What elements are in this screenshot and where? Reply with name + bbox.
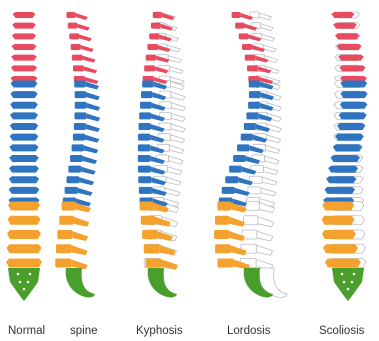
normal-front-lumbar-vertebra-5: [6, 259, 42, 268]
lordosis-spine: [214, 12, 287, 297]
lordosis-reference-cervical-vertebra-1: [250, 12, 271, 20]
scoliosis-lumbar-vertebra-5: [325, 259, 361, 268]
scoliosis-lumbar-vertebra-1: [322, 202, 354, 211]
normal-front-lumbar-vertebra-3: [7, 230, 41, 239]
lordosis-thoracic-vertebra-11: [222, 187, 250, 196]
lordosis-reference-thoracic-vertebra-10: [249, 176, 277, 185]
normal-front-cervical-vertebra-4: [12, 44, 37, 50]
normal-side-sacrum: [66, 268, 95, 297]
normal-front-thoracic-vertebra-9: [9, 166, 39, 173]
normal-side-cervical-vertebra-6: [73, 65, 97, 73]
scoliosis-sacrum: [332, 268, 364, 301]
normal-front-thoracic-vertebra-3: [10, 102, 38, 109]
normal-side-lumbar-vertebra-3: [57, 230, 88, 241]
normal-side-cervical-vertebra-5: [72, 55, 96, 63]
scoliosis-cervical-vertebra-1: [331, 12, 354, 18]
scoliosis-thoracic-vertebra-9: [328, 166, 358, 173]
lordosis-lumbar-vertebra-2: [215, 216, 245, 227]
scoliosis-thoracic-vertebra-2: [340, 91, 367, 98]
normal-side-lumbar-vertebra-2: [59, 216, 89, 227]
label-spine: spine: [70, 325, 98, 337]
scoliosis-thoracic-vertebra-7: [333, 144, 362, 151]
scoliosis-thoracic-vertebra-3: [340, 102, 368, 109]
scoliosis-thoracic-vertebra-10: [326, 176, 356, 183]
scoliosis-thoracic-vertebra-8: [330, 155, 360, 162]
lordosis-thoracic-vertebra-10: [225, 176, 253, 185]
normal-side-thoracic-vertebra-5: [74, 123, 100, 132]
normal-side-lumbar-vertebra-5: [55, 259, 88, 270]
normal-side-thoracic-vertebra-9: [68, 166, 95, 175]
scoliosis-lumbar-vertebra-2: [322, 216, 355, 225]
normal-front-thoracic-vertebra-8: [9, 155, 39, 162]
lordosis-reference-lumbar-vertebra-4: [241, 244, 273, 255]
scoliosis-thoracic-vertebra-4: [339, 112, 367, 119]
lordosis-reference-thoracic-vertebra-11: [248, 187, 276, 196]
scoliosis-cervical-vertebra-3: [335, 33, 359, 39]
normal-side-cervical-vertebra-1: [66, 12, 87, 20]
normal-front-cervical-vertebra-1: [13, 12, 36, 18]
normal-side-thoracic-vertebra-8: [70, 155, 97, 164]
label-scoliosis: Scoliosis: [319, 325, 365, 337]
scoliosis-lumbar-vertebra-4: [323, 244, 358, 253]
normal-side-cervical-vertebra-4: [71, 44, 94, 52]
scoliosis-thoracic-vertebra-1: [340, 81, 367, 88]
normal-side-thoracic-vertebra-10: [67, 176, 95, 185]
normal-side-thoracic-vertebra-2: [75, 91, 100, 100]
normal-side-thoracic-vertebra-11: [65, 187, 93, 196]
lordosis-reference-lumbar-vertebra-3: [242, 230, 273, 241]
normal-front-cervical-vertebra-6: [11, 65, 37, 71]
normal-front-cervical-vertebra-5: [11, 55, 37, 61]
normal-front-thoracic-vertebra-4: [10, 112, 38, 119]
normal-side-thoracic-vertebra-6: [73, 134, 99, 143]
normal-side-lumbar-vertebra-4: [56, 244, 88, 255]
normal-front-cervical-vertebra-2: [12, 23, 36, 29]
label-normal: Normal: [8, 325, 45, 337]
normal-front-thoracic-vertebra-1: [11, 81, 38, 88]
normal-spine-side-view: [55, 12, 100, 297]
scoliosis-spine: [322, 12, 368, 301]
lordosis-reference-lumbar-vertebra-2: [244, 216, 274, 227]
normal-side-thoracic-vertebra-3: [75, 102, 100, 111]
label-kyphosis: Kyphosis: [136, 325, 183, 337]
normal-front-thoracic-vertebra-6: [10, 134, 39, 141]
normal-front-thoracic-vertebra-2: [10, 91, 37, 98]
normal-front-lumbar-vertebra-1: [8, 202, 40, 211]
normal-front-thoracic-vertebra-7: [9, 144, 38, 151]
normal-front-sacrum: [8, 268, 40, 301]
normal-side-cervical-vertebra-2: [68, 23, 90, 31]
scoliosis-cervical-vertebra-6: [339, 65, 365, 71]
kyphosis-spine: [138, 12, 186, 297]
scoliosis-cervical-vertebra-5: [338, 55, 364, 61]
normal-side-cervical-vertebra-3: [69, 33, 92, 41]
normal-front-thoracic-vertebra-11: [9, 187, 40, 194]
normal-front-lumbar-vertebra-4: [7, 244, 42, 253]
scoliosis-thoracic-vertebra-6: [335, 134, 364, 141]
normal-side-thoracic-vertebra-4: [74, 112, 100, 121]
scoliosis-thoracic-vertebra-5: [337, 123, 365, 130]
scoliosis-cervical-vertebra-2: [333, 23, 357, 29]
normal-front-cervical-vertebra-3: [12, 33, 36, 39]
normal-side-thoracic-vertebra-7: [72, 144, 99, 153]
scoliosis-thoracic-vertebra-11: [324, 187, 355, 194]
label-lordosis: Lordosis: [227, 325, 271, 337]
kyphosis-sacrum: [148, 268, 177, 297]
scoliosis-lumbar-vertebra-3: [322, 230, 356, 239]
normal-front-thoracic-vertebra-10: [9, 176, 39, 183]
normal-spine-front-view: [6, 12, 42, 301]
normal-front-lumbar-vertebra-2: [8, 216, 41, 225]
normal-front-thoracic-vertebra-5: [10, 123, 38, 130]
scoliosis-cervical-vertebra-4: [337, 44, 362, 50]
lordosis-lumbar-vertebra-3: [214, 230, 245, 241]
